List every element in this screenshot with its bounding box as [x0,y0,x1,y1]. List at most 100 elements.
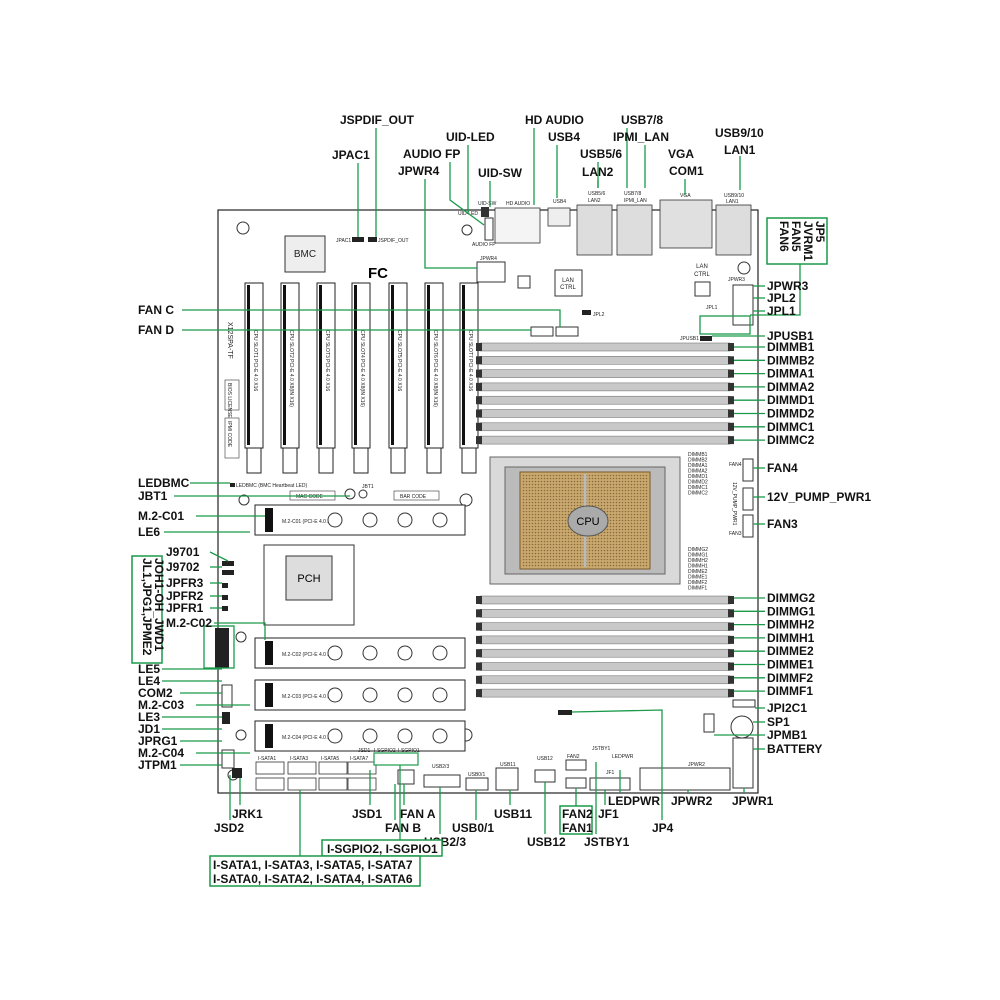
pcie-slot-label: CPU SLOT1 PCI-E 4.0 X16 [252,330,258,391]
callout-label: USB4 [548,130,580,144]
dimm-latch [728,689,734,698]
svg-text:JPWR4: JPWR4 [480,256,497,262]
cpu-silk-dimm: DIMMF2 [688,580,707,586]
callout-label: J9702 [166,560,200,574]
callout-label: LE5 [138,662,160,676]
callout-label: DIMMF2 [767,671,813,685]
dimm-latch [476,356,482,365]
pcie-slot-pins [283,285,286,445]
pcie-slot-latch [353,447,369,474]
svg-text:JSD1: JSD1 [358,748,370,754]
m2-standoff [327,728,343,744]
jpwr1-connector [732,737,754,789]
svg-text:USB11: USB11 [500,762,516,768]
fan4-silk: FAN4 [729,462,742,468]
bmc-chip-label: BMC [294,249,316,260]
dimm-slot [479,675,731,685]
callout-label: USB0/1 [452,821,494,835]
cpu-silk-dimm: DIMME2 [688,569,708,575]
svg-text:I-SATA3: I-SATA3 [290,756,308,762]
dimm-slot [479,422,731,432]
callout-label: DIMMA1 [767,367,815,381]
pcie-slot-latch [282,447,298,474]
dimm-latch [476,422,482,431]
dimm-latch [728,436,734,445]
callout-label: LE6 [138,525,160,539]
callout-label: DIMMH2 [767,618,815,632]
callout-label: JPRG1 [138,734,178,748]
fc-logo: FC [368,265,388,282]
callout-leader [750,264,801,316]
callout-label: DIMMG2 [767,591,815,605]
small-chip [517,275,531,289]
pump-header [742,487,754,511]
callout-label: FAN2 [562,807,593,821]
callout-label: LE4 [138,674,160,688]
dimm-latch [476,622,482,631]
cpu-silk-dimm: DIMME1 [688,575,708,581]
svg-text:USB7/8: USB7/8 [624,191,641,197]
usb12-port [534,769,556,783]
dimm-latch [476,369,482,378]
callout-label: UID-SW [478,166,523,180]
callout-label: FAN C [138,303,174,317]
callout-label: JRK1 [232,807,263,821]
svg-text:I-SGPIO1: I-SGPIO1 [398,748,420,754]
svg-text:USB0/1: USB0/1 [468,772,485,778]
dimm-latch [728,369,734,378]
dimm-slots-top [476,342,734,445]
callout-label: M.2-C01 [138,509,184,523]
m2-standoff [327,512,343,528]
svg-text:USB2/3: USB2/3 [432,764,449,770]
dimm-slot [479,356,731,365]
jpwr3-connector [732,284,754,326]
cpu-dimm-silk: DIMMB1DIMMB2DIMMA1DIMMA2DIMMD1DIMMD2DIMM… [688,452,708,592]
sata-connectors [255,761,377,791]
cpu-silk-dimm: DIMMB1 [688,452,708,458]
callout-label: J9701 [166,545,200,559]
callout-label: JPWR2 [671,794,713,808]
svg-text:JPWR3: JPWR3 [728,277,745,283]
m2-standoff [432,687,448,703]
callout-label: DIMMC2 [767,433,815,447]
callout-label: M.2-C04 [138,746,184,760]
dimm-slot [479,622,731,631]
callout-label: JBT1 [138,489,168,503]
jpusb1-jumper [700,336,712,341]
svg-text:VGA: VGA [680,193,691,199]
bottom-silk: I-SATA1 I-SATA3 I-SATA5 I-SATA7 USB2/3 U… [258,746,705,778]
bar-code: BAR CODE [400,494,427,500]
svg-text:USB12: USB12 [537,756,553,762]
m2-standoff [327,645,343,661]
pcie-slot-latch [246,447,262,474]
callout-label: DIMMA2 [767,380,815,394]
dimm-latch [476,436,482,445]
callout-label: JPAC1 [332,148,370,162]
m2-slot-label: M.2-C04 (PCI-E 4.0 X4) [282,735,335,741]
callout-label: COM2 [138,686,173,700]
callout-label: JTPM1 [138,758,177,772]
svg-text:JPL2: JPL2 [593,312,605,318]
dimm-slot [479,395,731,405]
callout-label: JSD2 [214,821,244,835]
callout-label: DIMMD2 [767,407,815,421]
dimm-latch [476,609,482,618]
svg-text:JPUSB1: JPUSB1 [680,336,699,342]
dimm-slot [479,409,731,418]
uid-sw-button [481,207,489,217]
dimm-latch [476,649,482,658]
ledbmc-silk: LEDBMC (BMC Heartbeat LED) [236,483,307,489]
jpwr4-connector [476,261,506,283]
svg-text:USB9/10: USB9/10 [724,193,744,199]
rear-io [494,199,752,256]
pcie-slot-latch [426,447,442,474]
sata-box [209,855,421,887]
cpu-silk-dimm: DIMMC1 [688,485,708,491]
m2-connector [265,724,273,748]
callout-label: FAN5 [789,221,803,252]
callout-label: USB11 [494,807,532,821]
jpac1-header [352,237,364,242]
dimm-latch [728,622,734,631]
jsd1-header [397,769,415,785]
dimm-latch [728,596,734,604]
